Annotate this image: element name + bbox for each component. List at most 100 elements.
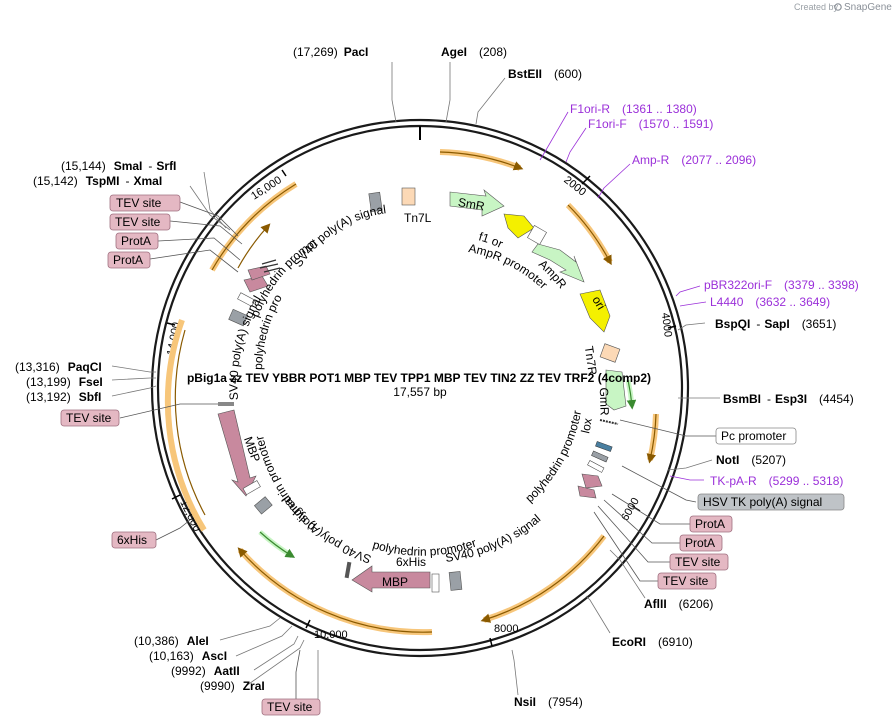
site-bspqi-sapi: BspQI-SapI(3651) <box>715 317 836 331</box>
sv40-label-bottom: SV40 poly(A) signal <box>444 512 543 565</box>
green-feature-arrows <box>258 379 637 559</box>
box-prota-4: ProtA <box>679 534 723 552</box>
loxp-box <box>595 441 613 452</box>
tick-label-10000: 10,000 <box>314 629 348 641</box>
snapgene-logo-icon <box>834 3 842 11</box>
site-paqci: (13,316)PaqCI <box>15 360 102 374</box>
box-tev-site-3: TEV site <box>60 409 120 427</box>
site-ecori: EcoRI(6910) <box>612 635 693 649</box>
box-hsv-tk-text: HSV TK poly(A) signal <box>703 495 822 509</box>
feature-leader-lines <box>119 201 716 700</box>
sv40-text-bottom: SV40 poly(A) signal <box>444 512 543 565</box>
polh-box-bottom <box>344 561 352 579</box>
site-noti: NotI(5207) <box>716 453 786 467</box>
prota-shape-left-2 <box>247 265 271 281</box>
site-asci: (10,163)AscI <box>149 649 227 663</box>
site-tspmi-xmai: (15,142)TspMI-XmaI <box>33 174 162 188</box>
site-nsii: NsiI(7954) <box>514 695 583 709</box>
site-paci: (17,269)PacI <box>293 45 368 59</box>
his6-box-left <box>242 480 261 496</box>
prota-shape-right-1 <box>581 473 603 489</box>
sv40-text-left: SV40 poly(A) signal <box>279 493 373 566</box>
his6-label-bottom: 6xHis <box>396 555 426 569</box>
box-tev-site-4-text: TEV site <box>267 700 313 714</box>
box-prota-2-text: ProtA <box>113 253 143 267</box>
polyhedrin-label-right: polyhedrin promoter <box>523 409 585 505</box>
ampr-arrow <box>531 243 585 283</box>
box-tev-site-3-text: TEV site <box>66 411 112 425</box>
sv40-box-left <box>254 496 273 515</box>
tn7l-box <box>401 187 416 206</box>
credit-brand: SnapGene <box>844 2 892 13</box>
smr-label: SmR <box>457 195 486 213</box>
mbp-label-bottom: MBP <box>382 575 408 589</box>
site-leader-lines <box>111 62 720 700</box>
pc-promoter-stripes <box>599 419 619 425</box>
sv40-box-right <box>591 450 609 463</box>
inner-feature-shapes <box>217 187 627 593</box>
polh-box-right <box>587 460 605 473</box>
box-tev-site-1-text: TEV site <box>116 196 162 210</box>
box-tev-site-5: TEV site <box>669 553 729 571</box>
sv40-text-top: SV40 poly(A) signal <box>291 202 387 269</box>
orange-feature-arcs <box>164 149 659 636</box>
site-agei: AgeI(208) <box>441 45 507 59</box>
site-bsmbi-esp3i: BsmBI-Esp3I(4454) <box>723 392 854 406</box>
primer-amp-r: Amp-R(2077 .. 2096) <box>632 153 756 167</box>
sv40-label-left: SV40 poly(A) signal <box>279 493 373 566</box>
primer-f1ori-f: F1ori-F(1570 .. 1591) <box>588 117 713 131</box>
box-hsv-tk: HSV TK poly(A) signal <box>697 493 845 511</box>
box-tev-site-2: TEV site <box>109 213 171 231</box>
tev-stripes-left <box>259 259 281 273</box>
tick-label-2000: 2000 <box>561 174 588 199</box>
tn7r-box <box>599 343 621 363</box>
mbp-arrow-bottom <box>351 565 431 593</box>
plasmid-size: 17,557 bp <box>393 385 447 399</box>
tn7r-label: Tn7R <box>582 345 600 376</box>
gmr-label: GmR <box>597 387 612 416</box>
box-6xhis-text: 6xHis <box>117 533 147 547</box>
prota-shape-right-2 <box>577 485 597 499</box>
box-tev-site-2-text: TEV site <box>115 215 161 229</box>
tick-marks <box>166 169 677 647</box>
primer-tk-pa-r: TK-pA-R(5299 .. 5318) <box>710 474 843 488</box>
box-prota-1-text: ProtA <box>121 234 151 248</box>
tick-label-4000: 4000 <box>659 312 674 338</box>
primer-leader-lines <box>539 111 707 481</box>
primer-pbr322ori-f: pBR322ori-F(3379 .. 3398) <box>704 278 859 292</box>
f1ori-arrow <box>503 213 535 239</box>
box-pc-promoter: Pc promoter <box>715 427 797 445</box>
site-sbfi: (13,192)SbfI <box>26 390 101 404</box>
site-aflii: AflII(6206) <box>644 597 713 611</box>
box-prota-4-text: ProtA <box>685 536 715 550</box>
box-prota-2: ProtA <box>107 251 151 269</box>
ampr-promoter-box <box>527 225 547 245</box>
box-prota-3-text: ProtA <box>695 517 725 531</box>
plasmid-name: pBig1a zz TEV YBBR POT1 MBP TEV TPP1 MBP… <box>187 371 651 385</box>
sv40-label-top: SV40 poly(A) signal <box>291 202 387 269</box>
backbone-outer <box>150 118 690 658</box>
box-pc-promoter-text: Pc promoter <box>721 429 786 443</box>
site-fsei: (13,199)FseI <box>26 375 103 389</box>
polyhedrin-text-right: polyhedrin promoter <box>523 409 585 505</box>
polh-box-left-2 <box>237 292 256 307</box>
site-alei: (10,386)AleI <box>134 634 209 648</box>
site-aatii: (9992)AatII <box>171 664 240 678</box>
ori-arrow <box>579 289 611 333</box>
tick-label-8000: 8000 <box>494 623 518 635</box>
sv40-polya-box-top <box>368 191 383 212</box>
box-tev-site-6: TEV site <box>657 572 717 590</box>
primer-f1ori-r: F1ori-R(1361 .. 1380) <box>570 102 697 116</box>
sv40-box-left-2 <box>228 308 249 327</box>
box-prota-3: ProtA <box>689 515 733 533</box>
tev-box-left <box>218 402 234 406</box>
site-zrai: (9990)ZraI <box>200 679 265 693</box>
gmr-arrow <box>605 369 627 411</box>
box-tev-site-4: TEV site <box>261 698 321 716</box>
box-tev-site-5-text: TEV site <box>675 555 721 569</box>
site-smai-srfi: (15,144)SmaI-SrfI <box>61 159 176 173</box>
box-prota-1: ProtA <box>115 232 159 250</box>
sv40-box-bottom <box>448 571 463 591</box>
box-tev-site-6-text: TEV site <box>663 574 709 588</box>
